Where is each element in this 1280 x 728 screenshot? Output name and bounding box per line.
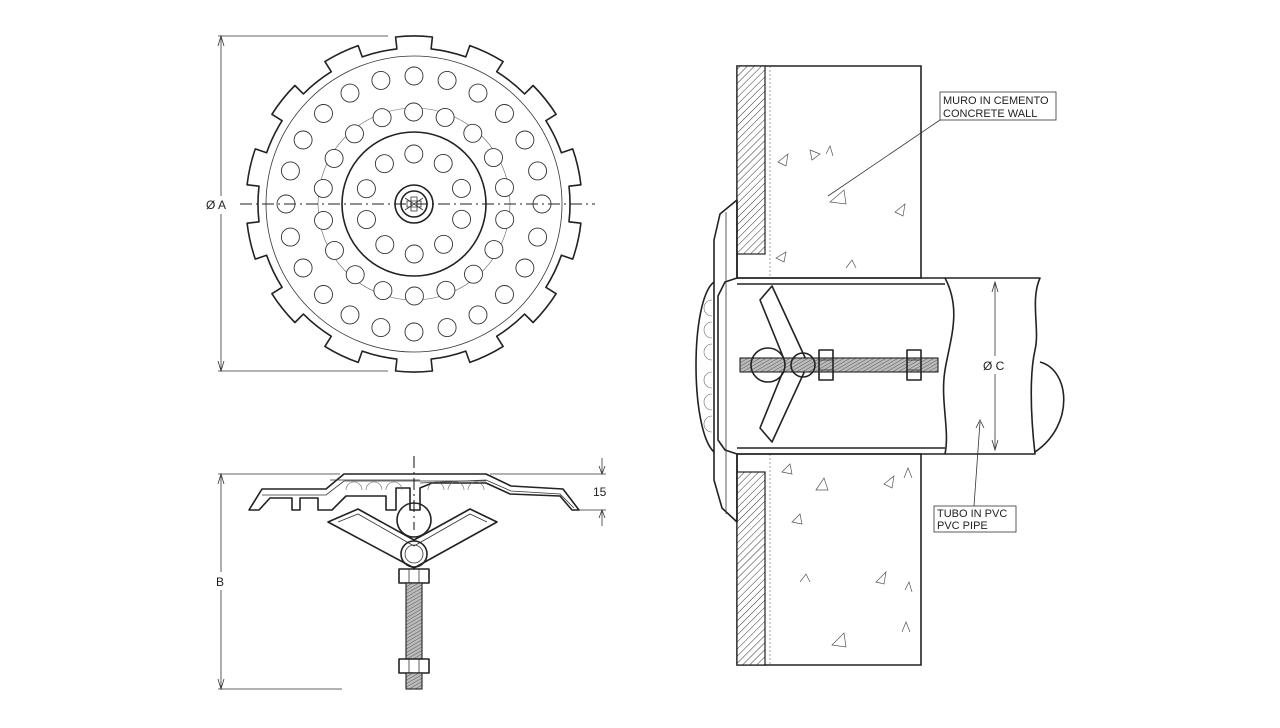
flange-toothed-outline [246,35,582,373]
drain-hole [495,285,514,304]
drain-hole [468,83,488,103]
drain-hole [464,264,483,284]
dimension-b: B [216,472,342,691]
dim-15-label: 15 [593,485,607,499]
drain-hole [528,161,548,181]
drain-hole [373,281,393,301]
pvc-pipe [737,277,1041,455]
drain-hole [495,104,514,123]
drain-hole [437,318,457,338]
drain-hole [484,148,503,168]
drain-hole [495,210,515,230]
dim-a-label: Ø A [206,198,226,212]
ball-lower [400,540,428,568]
drain-hole [404,322,424,342]
dim-c-label: Ø C [983,359,1005,373]
pipe-label-en: PVC PIPE [937,520,988,532]
drain-hole [515,258,535,278]
drain-hole [404,286,424,306]
wall-label-en: CONCRETE WALL [943,108,1037,120]
drain-hole [404,66,424,86]
nut-upper [398,568,430,584]
drain-hole [280,227,300,247]
drain-hole [372,108,392,128]
drain-hole [515,130,535,150]
drain-hole [433,153,453,173]
drain-hole [371,70,391,90]
plaster-layer-upper [736,65,766,255]
plaster-layer-lower [736,471,766,666]
drain-hole [314,210,333,230]
drain-hole [468,305,488,325]
dim-b-label: B [216,575,224,589]
top-view-flange: Ø A [206,34,595,373]
drain-hole [314,104,333,123]
drain-hole [375,235,395,255]
flange-section [713,199,738,523]
wall-label-it: MURO IN CEMENTO [943,95,1049,107]
drain-hole [313,178,333,198]
drain-hole [404,144,424,164]
wing-clip [327,508,498,569]
nut-lower [398,658,430,674]
drain-hole [495,178,514,198]
rod-section [739,357,939,373]
dimension-c: Ø C [983,280,1005,452]
drain-holes [276,66,552,342]
drain-hole [314,285,333,304]
drain-hole [434,234,454,254]
drain-hole [340,83,360,103]
drain-hole [293,258,313,278]
drain-hole [435,107,455,127]
drain-hole [357,210,376,230]
drain-hole [371,318,391,338]
pipe-end-bulge [1034,361,1065,453]
drain-hole [325,240,344,260]
drain-hole [293,130,313,150]
callout-concrete-wall: MURO IN CEMENTO CONCRETE WALL [827,91,1057,197]
drain-hole [404,102,424,122]
pipe-break-line [942,277,955,455]
side-view-drain: B 15 [216,456,607,691]
pipe-label-it: TUBO IN PVC [937,508,1007,520]
drain-hole [452,209,472,229]
drain-hole [404,244,424,264]
drain-hole [452,178,471,198]
drain-hole [528,227,548,247]
drain-hole [345,124,364,144]
drain-hole [280,161,300,181]
threaded-rod [405,582,423,660]
drain-hole [463,123,483,143]
dimension-a: Ø A [206,34,388,373]
concrete-texture [775,145,913,648]
phillips-icon [404,196,424,212]
drain-hole [374,154,394,174]
drain-hole [356,179,376,199]
flange-profile [248,473,580,511]
callout-pvc-pipe: TUBO IN PVC PVC PIPE [933,419,1017,533]
drain-hole [340,305,360,325]
drain-hole [437,70,457,90]
section-view-installed: Ø C MURO IN CEMENTO CONCRETE WALL TUBO I… [695,65,1065,666]
dimension-15: 15 [490,458,607,526]
drain-hole [324,148,344,168]
drain-hole [484,240,504,260]
drain-hole [345,265,365,285]
drain-hole [436,280,456,300]
